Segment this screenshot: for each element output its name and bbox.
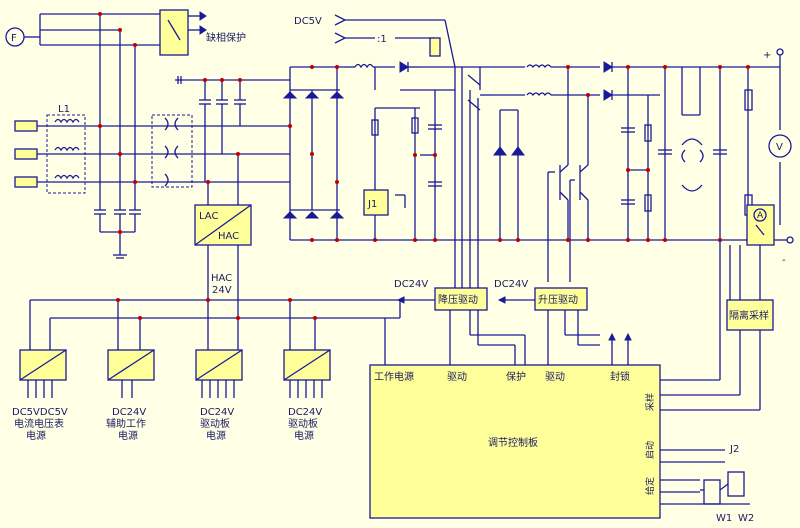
- dc5v-label: DC5V: [294, 16, 322, 27]
- fan-label: F: [11, 33, 17, 44]
- rectifier-diode: [282, 91, 298, 99]
- minus-label: -: [782, 255, 786, 266]
- psu1-caption-line3: 电源: [26, 429, 46, 442]
- psu3-caption-line1: DC24V: [200, 407, 234, 418]
- w2-potentiometer: [727, 471, 745, 497]
- hac24v-label-2: 24V: [212, 285, 232, 296]
- input-terminal-1: [14, 120, 38, 132]
- boost-drive-label: 升压驱动: [538, 294, 578, 306]
- w1-label: W1: [716, 513, 732, 524]
- work-power-label: 工作电源: [374, 370, 414, 383]
- phase-loss-relay: [159, 9, 189, 56]
- psu3-caption-line2: 驱动板: [200, 417, 230, 430]
- hac-label: HAC: [218, 231, 239, 242]
- lock-label: 封锁: [610, 370, 630, 383]
- precharge-inductor: [354, 63, 374, 69]
- output-choke: [681, 138, 703, 192]
- psu4-caption-line3: 电源: [294, 429, 314, 442]
- psu4-caption-line2: 驱动板: [288, 417, 318, 430]
- psu1-caption-line2: 电流电压表: [14, 417, 64, 430]
- v-label: V: [776, 142, 783, 153]
- psu3-caption-line3: 电源: [206, 429, 226, 442]
- l1-reactor-box: [46, 114, 86, 194]
- w1-potentiometer: [703, 479, 721, 505]
- isolation-sampling-box: [726, 299, 774, 331]
- output-inductor-1: [526, 64, 552, 69]
- phase-loss-label: 缺相保护: [206, 31, 246, 44]
- psu2-caption-line1: DC24V: [112, 407, 146, 418]
- sampling-label: 采样: [644, 393, 656, 411]
- relay-coil: [429, 37, 441, 57]
- psu1-caption-line1: DC5VDC5V: [12, 407, 68, 418]
- output-inductor-2: [526, 92, 552, 97]
- a-label: A: [757, 211, 764, 221]
- psu2-caption-line2: 辅助工作: [106, 417, 146, 430]
- buck-drive-label: 降压驱动: [438, 293, 478, 306]
- j1-box: [363, 189, 389, 216]
- voltmeter-symbol: [768, 134, 792, 158]
- hac24v-label-1: HAC: [211, 273, 232, 284]
- l1-label: L1: [58, 104, 70, 115]
- control-board-label: 调节控制板: [488, 436, 538, 449]
- j1-label: J1: [367, 199, 377, 210]
- dc24v-label-a: DC24V: [394, 279, 428, 290]
- input-terminal-3: [14, 176, 38, 188]
- boost-drive-box: [534, 287, 588, 311]
- drive-label-1: 驱动: [447, 371, 467, 383]
- filter-choke-box: [151, 114, 193, 188]
- setting-label: 给定: [644, 477, 656, 495]
- protect-label: 保护: [506, 370, 526, 383]
- buck-drive-box: [434, 287, 488, 311]
- plus-label: +: [763, 50, 771, 61]
- lac-label: LAC: [199, 211, 218, 222]
- dc24v-label-b: DC24V: [494, 279, 528, 290]
- ratio-label: :1: [377, 34, 387, 45]
- isolation-sampling-label: 隔离采样: [729, 309, 769, 322]
- drive-label-2: 驱动: [545, 371, 565, 383]
- w2-label: W2: [738, 513, 754, 524]
- psu2-caption-line3: 电源: [118, 429, 138, 442]
- ammeter-symbol: [753, 208, 767, 222]
- j2-label: J2: [729, 444, 739, 455]
- input-terminal-2: [14, 148, 38, 160]
- psu4-caption-line1: DC24V: [288, 407, 322, 418]
- start-label: 启动: [644, 441, 656, 459]
- control-board: [369, 364, 661, 519]
